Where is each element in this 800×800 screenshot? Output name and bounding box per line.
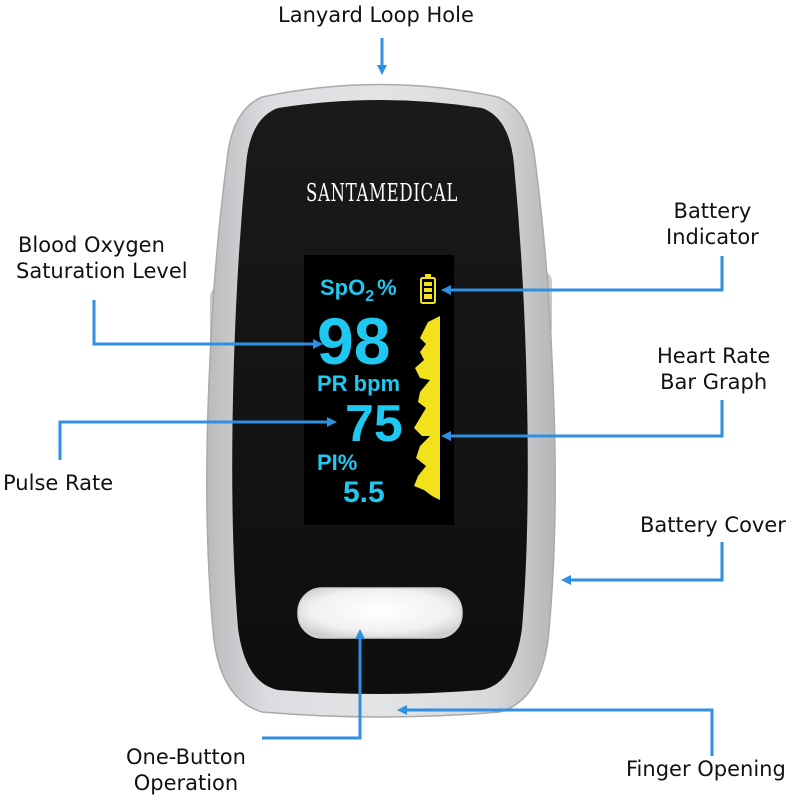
- callouts: [58, 38, 724, 756]
- label-battery-indicator-line1: Battery: [673, 199, 752, 223]
- callout-heart-rate: [441, 400, 724, 441]
- label-battery-indicator-line2: Indicator: [666, 225, 759, 249]
- label-heart-rate-bar-graph: Heart Rate Bar Graph: [657, 343, 770, 395]
- callout-battery-indicator: [441, 256, 724, 295]
- spo2-label: SpO2%: [320, 275, 397, 305]
- heart-rate-bar-graph: [414, 316, 440, 500]
- label-blood-oxygen: Blood Oxygen Saturation Level: [16, 232, 188, 284]
- spo2-subscript: 2: [365, 288, 374, 305]
- spo2-value: 98: [317, 304, 390, 378]
- label-lanyard-loop-hole: Lanyard Loop Hole: [278, 3, 474, 27]
- label-pulse-rate: Pulse Rate: [3, 471, 114, 495]
- callout-blood-oxygen: [92, 300, 323, 349]
- one-button[interactable]: [297, 587, 463, 639]
- pr-label: PR bpm: [317, 371, 400, 396]
- battery-icon: [420, 274, 436, 304]
- label-one-button-operation: One-Button Operation: [126, 744, 246, 796]
- label-battery-cover: Battery Cover: [640, 513, 786, 537]
- pi-value: 5.5: [343, 476, 385, 509]
- label-heart-rate-line1: Heart Rate: [657, 344, 771, 368]
- oled-display: SpO2% 98 PR bpm 75 PI% 5.5: [304, 255, 454, 525]
- label-one-button-line1: One-Button: [126, 745, 246, 769]
- callout-finger-opening: [397, 705, 714, 756]
- pi-label: PI%: [317, 450, 357, 475]
- brand-logo: SANTAMEDICAL: [306, 179, 458, 207]
- callout-pulse-rate: [58, 417, 337, 460]
- label-one-button-line2: Operation: [133, 771, 239, 795]
- pr-value: 75: [345, 395, 403, 453]
- label-battery-indicator: Battery Indicator: [666, 198, 759, 250]
- label-heart-rate-line2: Bar Graph: [660, 370, 768, 394]
- callout-battery-cover: [561, 542, 724, 585]
- label-finger-opening: Finger Opening: [626, 757, 786, 781]
- label-blood-oxygen-line2: Saturation Level: [16, 259, 188, 283]
- label-blood-oxygen-line1: Blood Oxygen: [18, 233, 165, 257]
- callout-one-button: [262, 629, 365, 740]
